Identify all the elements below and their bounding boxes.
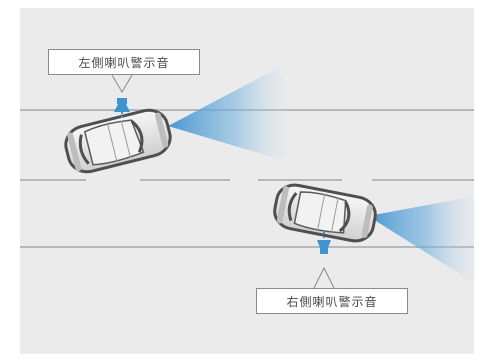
sensor-beam-bottom [368, 196, 476, 284]
callout-pointer-left [111, 74, 133, 93]
car-top-view-lower [273, 183, 377, 243]
car-top-view-upper [64, 108, 172, 174]
horn-speaker-icon [114, 98, 130, 118]
left-horn-alert-label: 左側喇叭警示音 [48, 49, 200, 75]
sensor-beam-top [168, 68, 292, 160]
callout-pointer-right [313, 266, 335, 289]
horn-speaker-icon [317, 232, 331, 254]
right-horn-alert-label: 右側喇叭警示音 [256, 288, 408, 314]
